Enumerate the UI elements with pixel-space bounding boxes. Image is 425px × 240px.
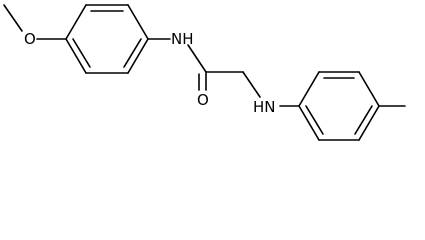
amide-n-carbonyl-bond — [187, 44, 207, 73]
methoxy-oxygen-label: O — [24, 30, 36, 48]
tolyl-ring — [298, 71, 380, 141]
chemical-structure-diagram: O NH O HN — [3, 4, 406, 141]
methoxyphenyl-ring — [65, 4, 149, 74]
carbonyl-oxygen-label: O — [197, 91, 209, 109]
amide-nitrogen-label: NH — [171, 30, 194, 48]
methoxy-methyl-bond — [3, 4, 23, 32]
amine-nitrogen-label: HN — [253, 98, 276, 116]
ch2-amine-n-bond — [242, 71, 261, 98]
